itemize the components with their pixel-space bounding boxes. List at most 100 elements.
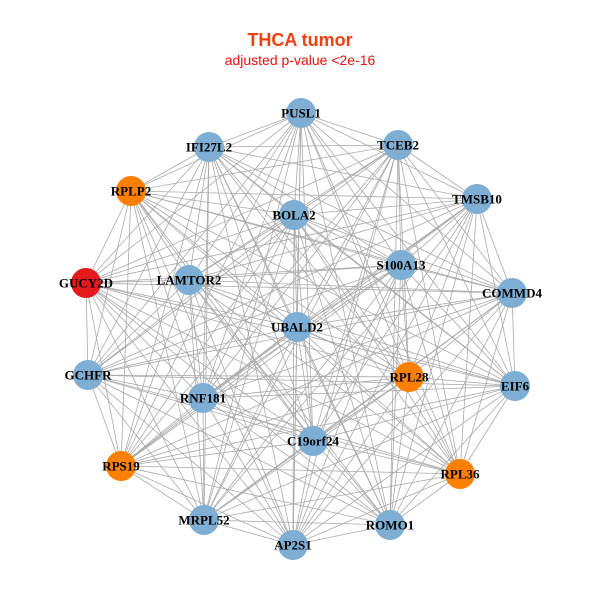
node-eif6[interactable]: EIF6 — [500, 371, 530, 401]
edge — [130, 190, 295, 216]
edge — [85, 264, 402, 284]
edge — [203, 519, 391, 526]
edge — [130, 190, 410, 378]
edge — [85, 282, 410, 378]
node-label: BOLA2 — [272, 208, 315, 223]
edge — [120, 144, 399, 467]
edge — [397, 144, 513, 294]
edge — [120, 465, 391, 526]
node-label: COMMD4 — [482, 286, 542, 301]
edge — [292, 473, 461, 546]
node-circle — [194, 132, 224, 162]
node-circle — [394, 362, 424, 392]
node-tmsb10[interactable]: TMSB10 — [452, 184, 502, 214]
edge — [292, 292, 513, 546]
edge — [208, 112, 302, 148]
edge — [85, 214, 295, 284]
edge — [188, 279, 516, 387]
node-romo1[interactable]: ROMO1 — [366, 510, 414, 540]
edge — [130, 190, 391, 526]
node-label: IFI27L2 — [186, 140, 232, 155]
edge — [85, 282, 513, 294]
node-ap2s1[interactable]: AP2S1 — [274, 530, 312, 560]
edge — [120, 385, 516, 467]
node-c19orf24[interactable]: C19orf24 — [287, 426, 339, 456]
node-circle — [189, 505, 219, 535]
node-ifi27l2[interactable]: IFI27L2 — [186, 132, 232, 162]
edge — [87, 374, 205, 521]
node-bola2[interactable]: BOLA2 — [272, 200, 316, 230]
edge — [87, 374, 204, 399]
edge — [208, 146, 410, 378]
edge — [85, 282, 294, 546]
edge — [87, 374, 410, 378]
edge — [202, 112, 302, 399]
node-mrpl52[interactable]: MRPL52 — [178, 505, 230, 535]
edge — [208, 146, 478, 200]
node-label: TCEB2 — [377, 138, 419, 153]
node-commd4[interactable]: COMMD4 — [482, 278, 542, 308]
edge — [85, 282, 461, 475]
node-ubald2[interactable]: UBALD2 — [271, 312, 323, 342]
node-rnf181[interactable]: RNF181 — [180, 383, 226, 413]
edge — [203, 292, 513, 521]
edge — [85, 190, 132, 284]
edge — [312, 440, 391, 526]
edge — [120, 465, 461, 475]
edge — [202, 144, 399, 399]
edge — [120, 440, 314, 467]
edge — [87, 144, 399, 376]
edge — [120, 292, 513, 467]
edge — [87, 326, 298, 376]
node-label: PUSL1 — [281, 106, 321, 121]
node-rplp2[interactable]: RPLP2 — [111, 176, 151, 206]
node-gchfr[interactable]: GCHFR — [65, 360, 113, 390]
edge — [120, 465, 205, 521]
edge — [202, 397, 314, 442]
node-tceb2[interactable]: TCEB2 — [377, 130, 419, 160]
node-circle — [375, 510, 405, 540]
node-label: RPLP2 — [111, 184, 151, 199]
edge — [312, 198, 478, 442]
edge — [203, 112, 302, 521]
edge — [400, 264, 513, 294]
node-circle — [116, 176, 146, 206]
node-gucy2d[interactable]: GUCY2D — [59, 268, 113, 298]
edge — [87, 374, 294, 546]
node-circle — [106, 451, 136, 481]
edge — [202, 397, 461, 475]
edge — [312, 144, 399, 442]
edge — [85, 282, 391, 526]
node-rps19[interactable]: RPS19 — [102, 451, 140, 481]
edge — [203, 519, 294, 546]
edge — [400, 198, 478, 266]
edge — [293, 214, 461, 475]
edge — [397, 144, 461, 475]
edge — [300, 112, 399, 146]
edge — [120, 279, 190, 467]
edge — [459, 385, 516, 475]
edge — [389, 385, 516, 526]
node-circle — [383, 130, 413, 160]
edge — [85, 112, 302, 284]
node-pusl1[interactable]: PUSL1 — [281, 98, 321, 128]
edge — [202, 376, 410, 399]
edge — [202, 146, 210, 399]
node-rpl36[interactable]: RPL36 — [441, 459, 481, 489]
edge — [292, 440, 314, 546]
edge — [188, 279, 513, 294]
node-circle — [497, 278, 527, 308]
edge — [85, 146, 210, 284]
edge — [397, 144, 478, 200]
node-lamtor2[interactable]: LAMTOR2 — [157, 265, 222, 295]
edge — [296, 326, 314, 442]
node-label: RPS19 — [102, 459, 140, 474]
edge — [130, 144, 399, 192]
edge — [87, 198, 478, 376]
edge — [188, 214, 295, 281]
edge — [296, 326, 516, 387]
edge — [85, 282, 314, 442]
node-rpl28[interactable]: RPL28 — [390, 362, 430, 392]
node-s100a13[interactable]: S100A13 — [376, 250, 426, 280]
